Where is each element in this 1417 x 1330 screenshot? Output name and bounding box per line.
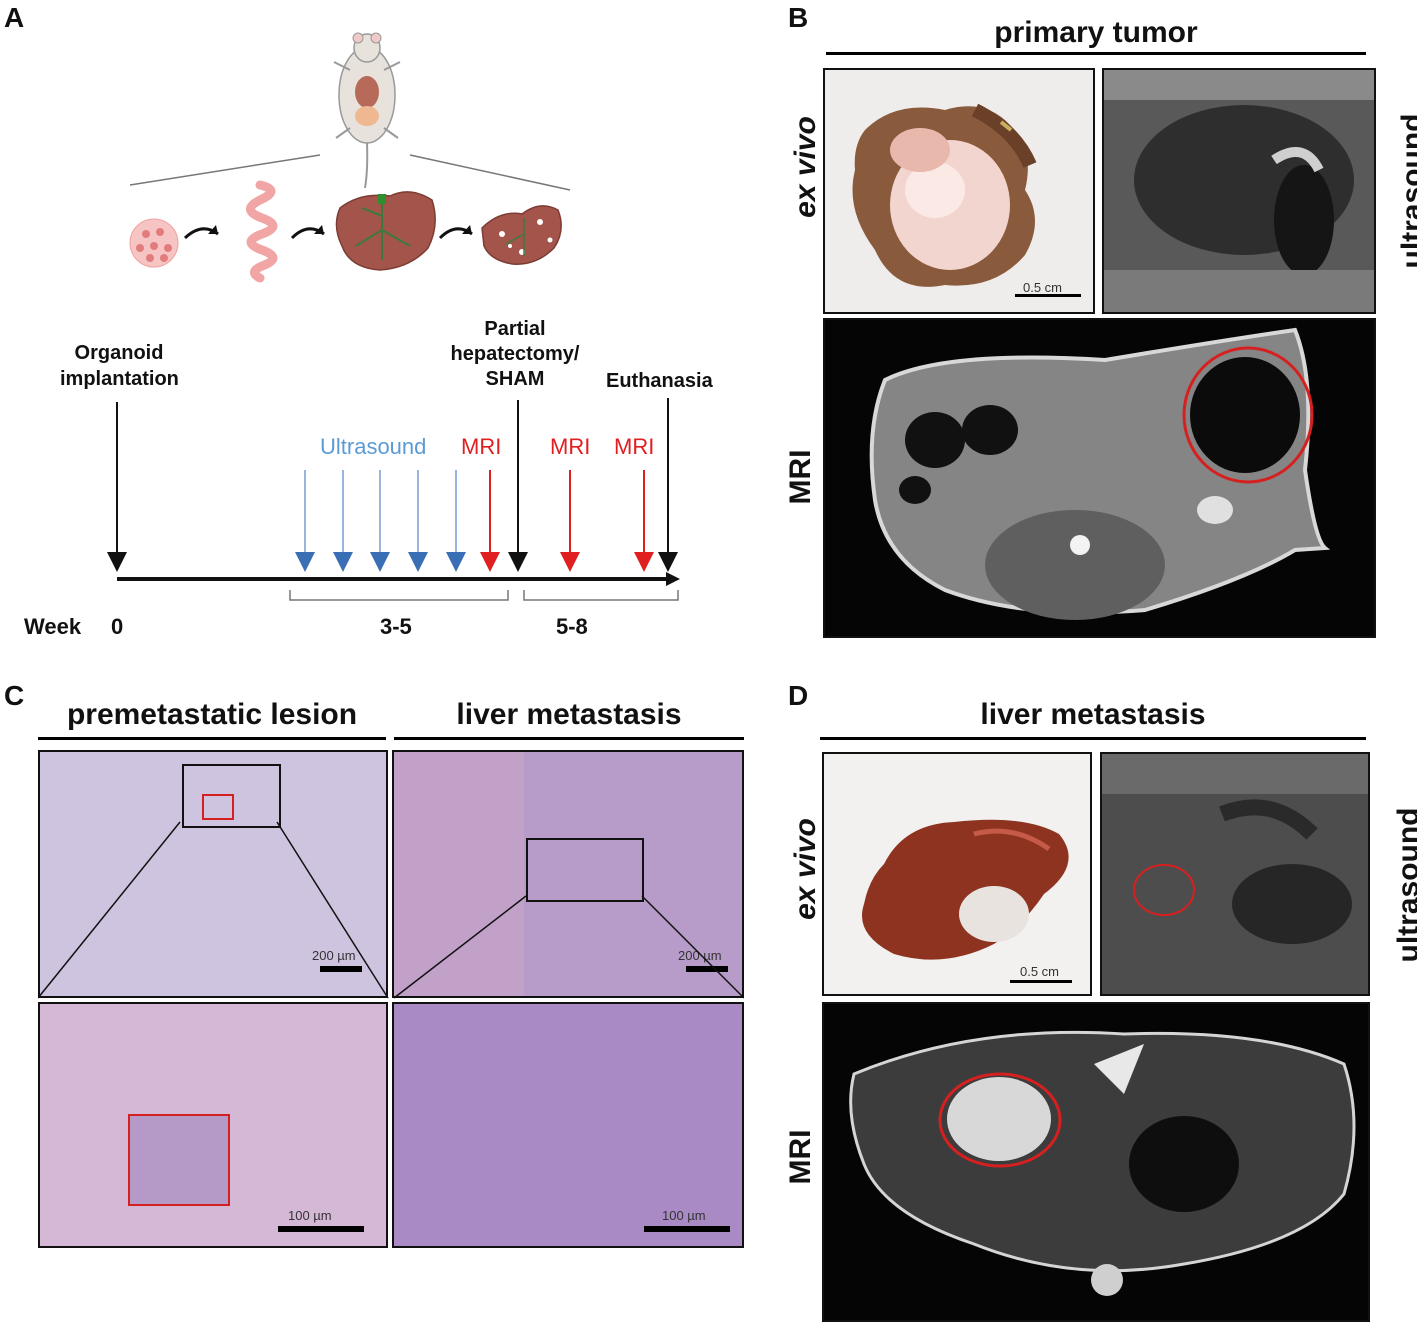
timeline (107, 398, 680, 601)
mouse-icon (333, 32, 401, 189)
panel-d-mri-image (822, 1002, 1370, 1322)
us-lesion-circle (1133, 864, 1195, 916)
bracket-3-5 (289, 590, 509, 601)
scale-100-b-text: 100 µm (662, 1208, 706, 1223)
panel-d-exvivo-label: ex vivo (789, 818, 822, 920)
primary-tumor-circle (1182, 346, 1314, 484)
histology-metastasis-zoom: 100 µm (392, 1002, 744, 1248)
panel-c-header-metastasis: liver metastasis (456, 698, 682, 731)
scalebar-100-a (278, 1226, 364, 1232)
panel-b-ultrasound-label: ultrasound (1396, 113, 1417, 269)
range-3-5-label: 3-5 (380, 614, 412, 639)
partial-hepatectomy-label: Partial hepatectomy/ SHAM (440, 317, 590, 392)
zoom-box-red-small (202, 794, 234, 820)
panel-d-exvivo-photo: 0.5 cm (822, 752, 1092, 996)
panel-d-scale-text: 0.5 cm (1020, 964, 1060, 979)
mri-label-3: MRI (614, 434, 655, 459)
panel-b-scalebar (1015, 294, 1081, 297)
tumor-specimen-image (852, 103, 1037, 287)
metastatic-liver-icon (481, 205, 562, 265)
organoid-label-line1: Organoid (74, 342, 164, 364)
organoid-implantation-label: Organoid implantation (60, 340, 179, 392)
mri-metastasis-image (824, 1004, 1368, 1320)
week-label: Week (24, 614, 82, 639)
week-zero-label: 0 (111, 614, 124, 639)
panel-c-rule-1 (38, 737, 386, 740)
mri-label-2: MRI (550, 434, 591, 459)
panel-b-mri-image (823, 318, 1376, 638)
range-5-8-label: 5-8 (556, 614, 588, 639)
panel-letter-c: C (4, 680, 25, 711)
liver-icon (335, 191, 436, 271)
histology-premetastatic-zoom: 100 µm (38, 1002, 388, 1248)
intestine-icon (246, 180, 278, 283)
scale-200-a-text: 200 µm (312, 948, 356, 963)
mri-lesion-circle (938, 1072, 1062, 1168)
zoom-box-black-2 (526, 838, 644, 902)
panel-letter-a: A (4, 2, 25, 33)
panel-b-mri-label: MRI (784, 449, 817, 505)
panel-d-ultrasound-image (1100, 752, 1370, 996)
zoom-box-black (182, 764, 281, 828)
scalebar-200-a (320, 966, 362, 972)
scalebar-100-b (644, 1226, 730, 1232)
organoid-label-line2: implantation (60, 368, 179, 390)
panel-letter-b: B (788, 2, 809, 33)
panel-d-header: liver metastasis (980, 698, 1206, 731)
partial-label-line3: SHAM (485, 368, 545, 390)
mri-label-1: MRI (461, 434, 502, 459)
scale-100-a-text: 100 µm (288, 1208, 332, 1223)
panel-b-exvivo-label: ex vivo (789, 116, 822, 218)
histology-premetastatic-overview: 200 µm (38, 750, 388, 998)
workflow-illustration (129, 32, 571, 283)
euthanasia-label: Euthanasia (606, 370, 713, 392)
scalebar-200-b (686, 966, 728, 972)
ultrasound-primary-image (1104, 70, 1374, 312)
organoid-icon (129, 218, 179, 268)
mri-primary-image (825, 320, 1374, 636)
ultrasound-metastasis-image (1102, 754, 1368, 994)
ultrasound-label: Ultrasound (320, 434, 427, 459)
panel-d-rule (820, 737, 1366, 740)
lesion-box-red (128, 1114, 230, 1206)
panel-d-mri-label: MRI (784, 1129, 817, 1185)
panel-c-rule-2 (394, 737, 744, 740)
panel-b-header: primary tumor (994, 16, 1198, 49)
partial-label-line2: hepatectomy/ (450, 343, 580, 365)
panel-c-header-premetastatic: premetastatic lesion (66, 698, 358, 731)
zoom-connector-lines (38, 821, 744, 999)
panel-b-ultrasound-image (1102, 68, 1376, 314)
liver-specimen-image (862, 819, 1069, 960)
panel-b-scale-text: 0.5 cm (1023, 280, 1063, 295)
partial-label-line1: Partial (484, 318, 546, 340)
panel-b-rule (826, 52, 1366, 55)
panel-b-exvivo-photo: 0.5 cm (823, 68, 1095, 314)
panel-d-ultrasound-label: ultrasound (1392, 807, 1417, 963)
scale-200-b-text: 200 µm (678, 948, 722, 963)
panel-letter-d: D (788, 680, 809, 711)
bracket-5-8 (523, 590, 679, 601)
panel-d-scalebar (1010, 980, 1072, 983)
histology-metastasis-overview: 200 µm (392, 750, 744, 998)
